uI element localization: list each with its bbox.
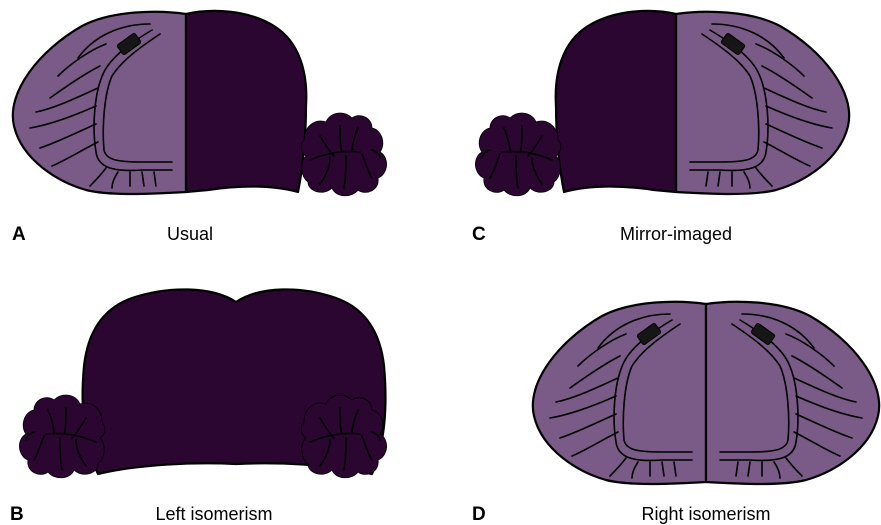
right-atrium-light (533, 302, 706, 484)
right-atrium-light (706, 302, 879, 484)
panel-caption: Usual (167, 224, 213, 244)
left-atrium-dark (186, 11, 306, 192)
left-atrial-appendage (19, 395, 104, 478)
panel-letter: B (10, 504, 24, 525)
right-atrium-light (676, 12, 849, 194)
left-atrial-appendage (301, 113, 386, 196)
panel-caption: Mirror-imaged (620, 224, 732, 244)
panel-c-mirror-imaged: C Mirror-imaged (472, 11, 849, 245)
right-atrium-light (13, 12, 186, 194)
left-atrial-appendage (475, 113, 560, 196)
panel-caption: Left isomerism (155, 504, 272, 524)
panel-d-right-isomerism: D Right isomerism (472, 302, 879, 525)
panel-letter: C (472, 224, 486, 245)
panel-caption: Right isomerism (641, 504, 770, 524)
left-atrium-dark (556, 11, 676, 192)
panel-letter: D (472, 504, 486, 525)
panel-a-usual: A Usual (12, 11, 387, 245)
panel-letter: A (12, 224, 26, 245)
panel-b-left-isomerism: B Left isomerism (10, 289, 387, 525)
